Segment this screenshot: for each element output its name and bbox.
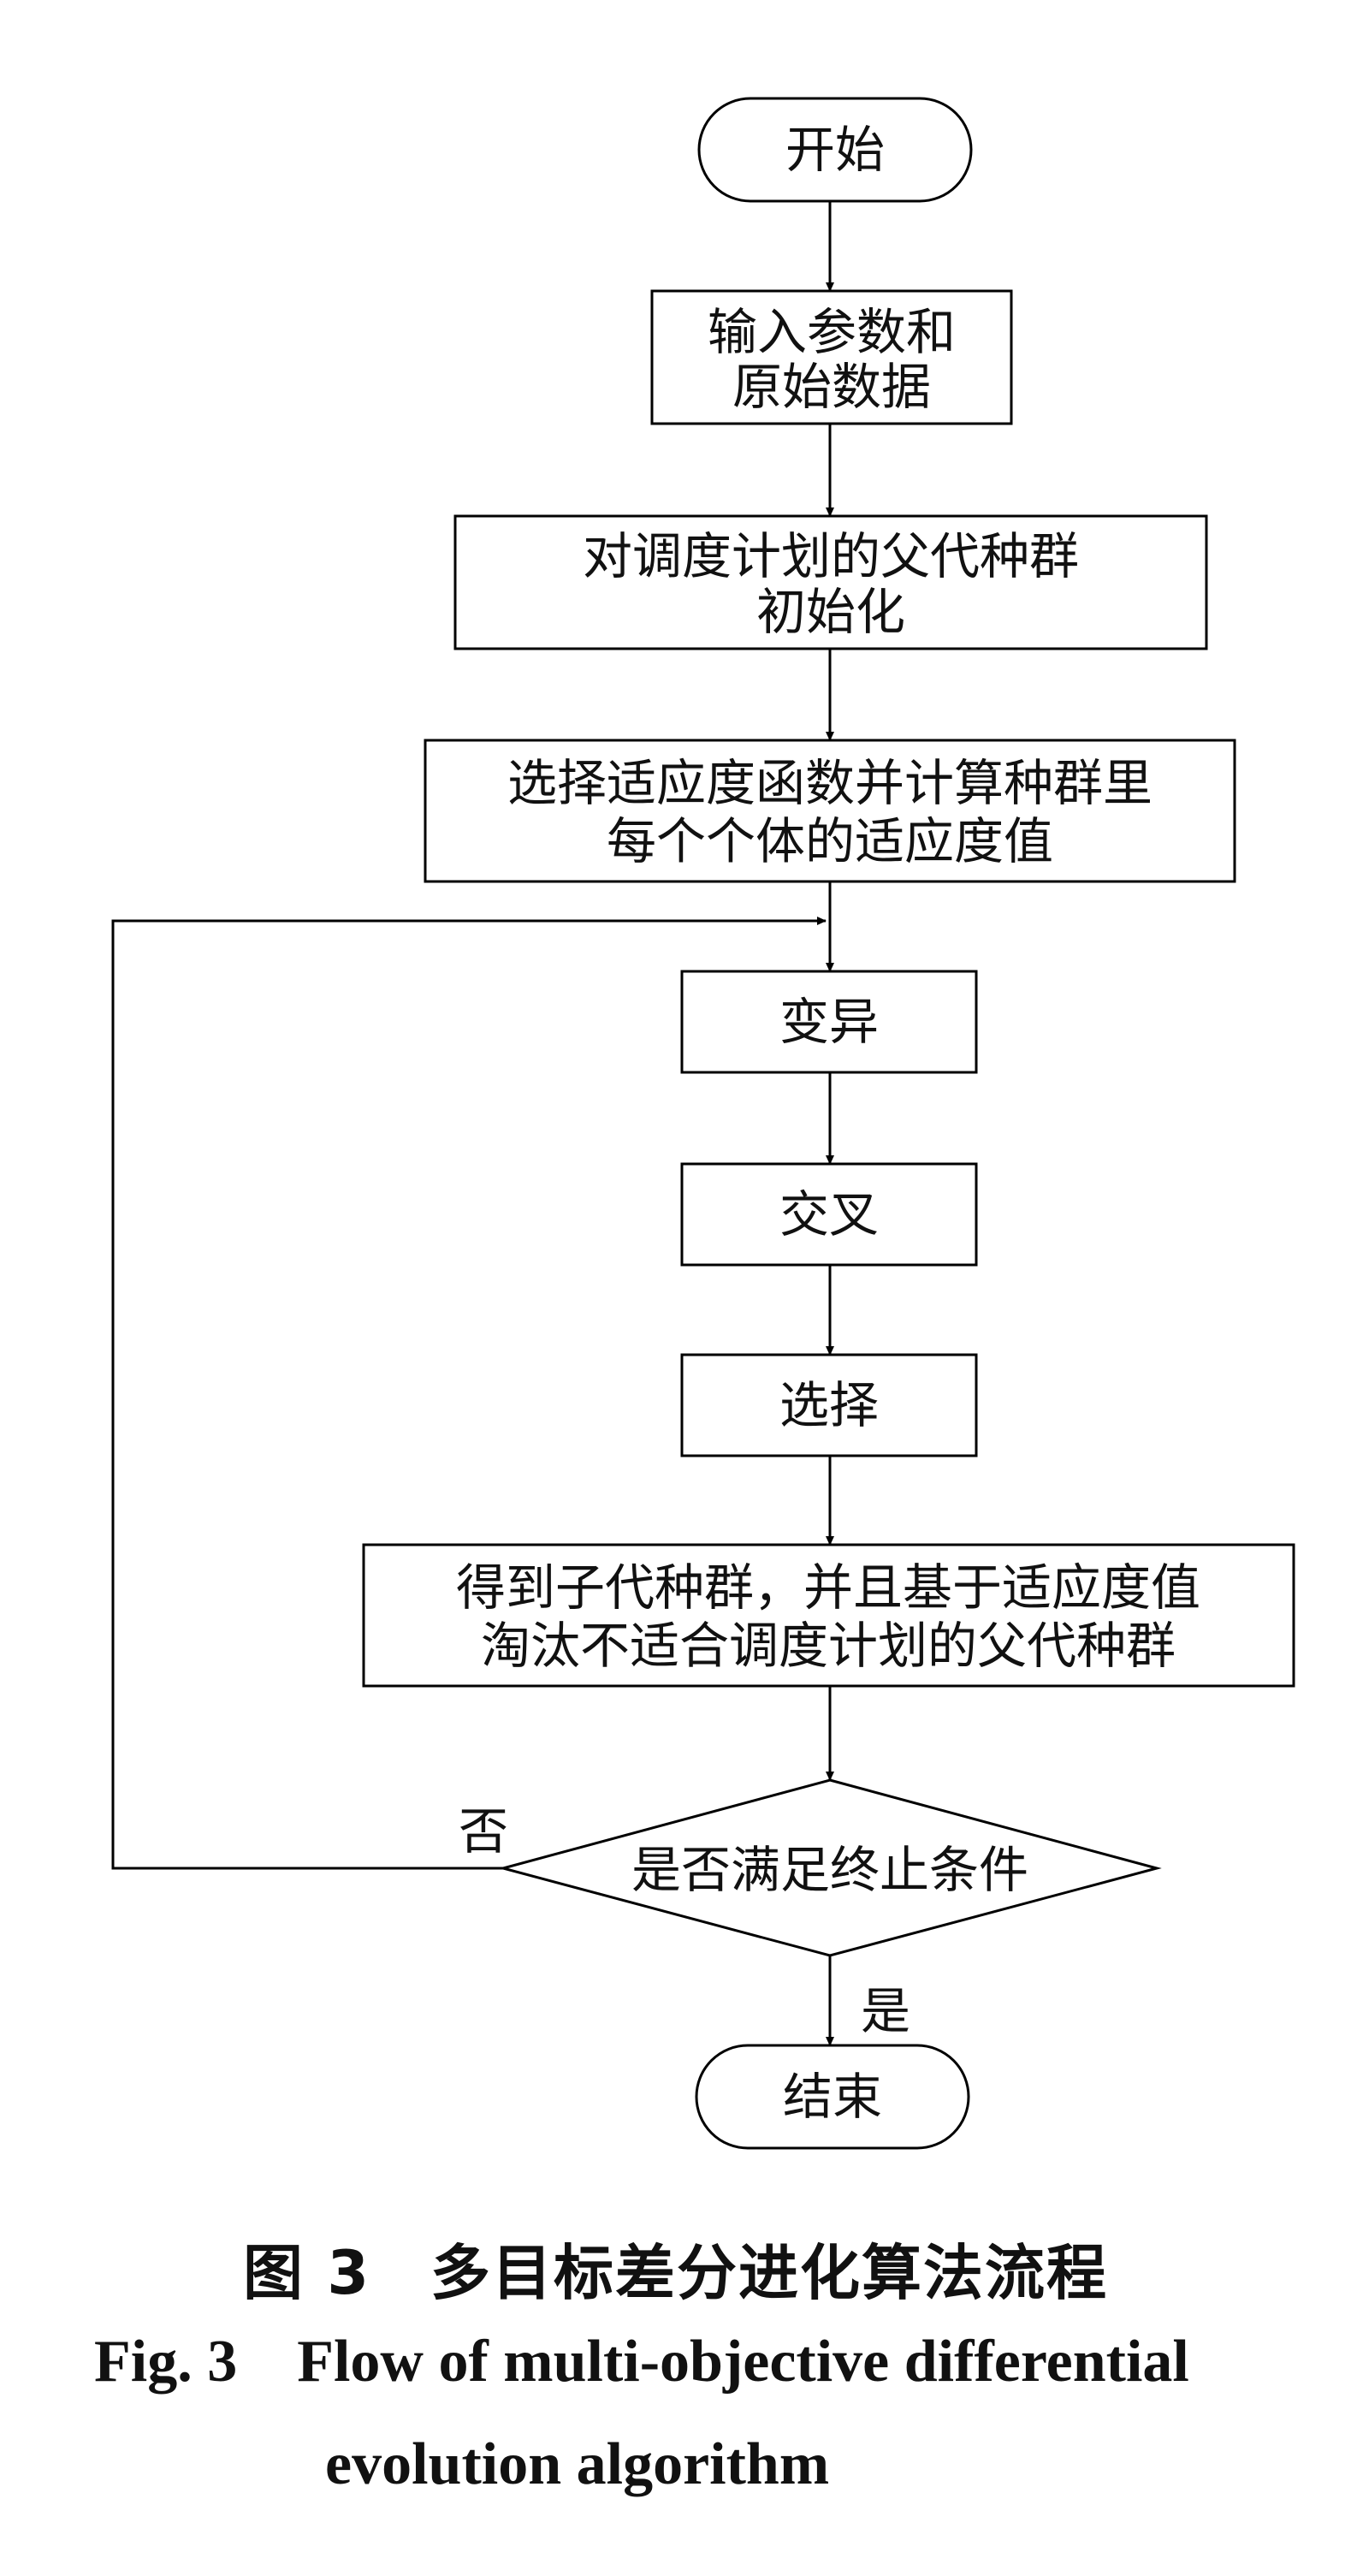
start-terminal xyxy=(697,97,973,203)
figure-caption-english-line2: evolution algorithm xyxy=(325,2431,829,2499)
offspring-label-line1: 得到子代种群，并且基于适应度值 xyxy=(456,1558,1200,1617)
decision-label: 是否满足终止条件 xyxy=(631,1841,1028,1899)
fitness-label-line2: 每个个体的适应度值 xyxy=(607,812,1053,870)
crossover-label: 交叉 xyxy=(779,1185,879,1243)
offspring-label-line2: 淘汰不适合调度计划的父代种群 xyxy=(481,1617,1176,1675)
input-box xyxy=(650,289,1013,425)
figure-title-cn: 多目标差分进化算法流程 xyxy=(430,2238,1109,2308)
start-label: 开始 xyxy=(785,121,885,179)
input-label-line1: 输入参数和 xyxy=(708,303,956,361)
figure-title-en-line1: Flow of multi-objective differential xyxy=(297,2329,1189,2395)
figure-caption-english-line1: Fig. 3 Flow of multi-objective differenti… xyxy=(94,2328,1189,2396)
init-label-line1: 对调度计划的父代种群 xyxy=(583,527,1079,585)
mutation-label: 变异 xyxy=(779,993,879,1051)
yes-branch-label: 是 xyxy=(861,1982,910,2040)
figure-number-en: Fig. 3 xyxy=(94,2329,238,2395)
flowchart: 开始 输入参数和 原始数据 对调度计划的父代种群 初始化 选择适应度函数并计算种… xyxy=(111,97,1295,2150)
fitness-label-line1: 选择适应度函数并计算种群里 xyxy=(507,754,1152,812)
no-branch-label: 否 xyxy=(459,1802,508,1861)
input-label-line2: 原始数据 xyxy=(732,358,931,416)
init-label-line2: 初始化 xyxy=(756,583,905,641)
selection-label: 选择 xyxy=(779,1376,879,1434)
figure-number-cn: 图 3 xyxy=(242,2238,371,2308)
arrow-loop-back xyxy=(111,917,827,1870)
fitness-box xyxy=(424,739,1236,883)
end-label: 结束 xyxy=(783,2068,882,2126)
figure-caption-chinese: 图 3 多目标差分进化算法流程 xyxy=(0,2225,1351,2312)
figure-title-en-line2: evolution algorithm xyxy=(325,2431,830,2497)
offspring-box xyxy=(362,1543,1295,1688)
